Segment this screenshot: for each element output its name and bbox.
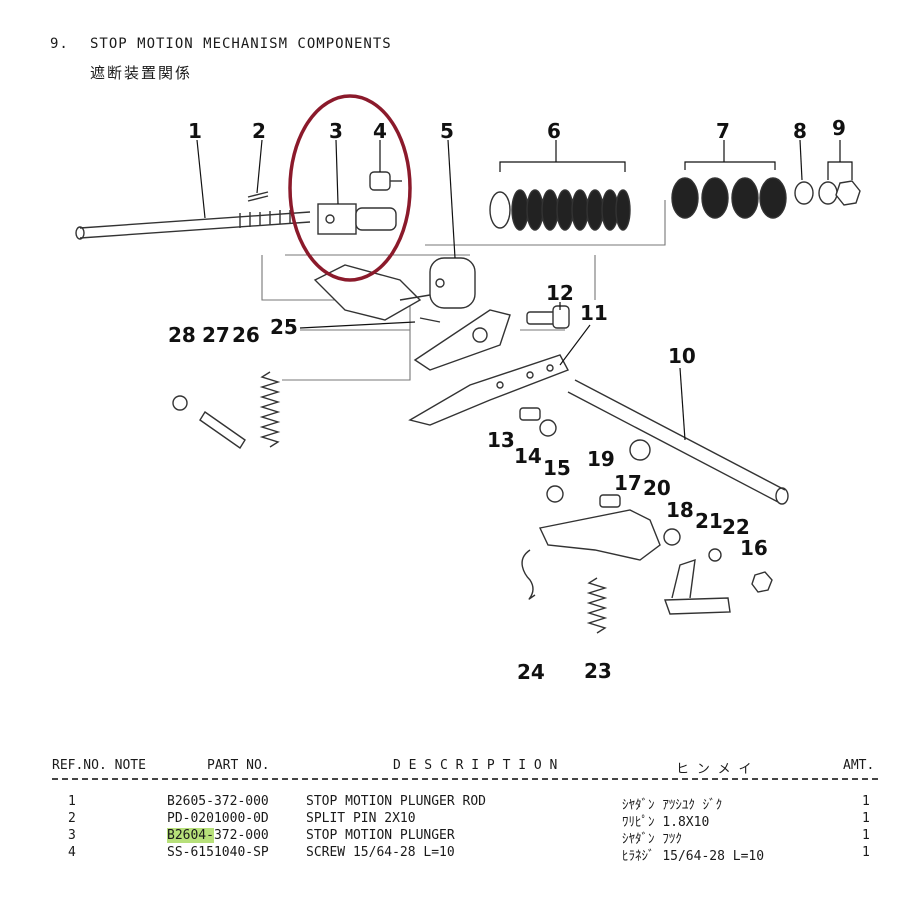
- cushion-set: [671, 177, 787, 219]
- callout-8: 8: [793, 119, 807, 143]
- part-prefix-highlighted: B2604-: [167, 828, 214, 843]
- row-1-part-no: B2605-372-000: [167, 794, 269, 809]
- callout-20: 20: [643, 476, 671, 500]
- washer: [794, 181, 814, 205]
- callout-28: 28: [168, 323, 196, 347]
- stop-hook: [408, 309, 569, 426]
- hook-24: [521, 549, 536, 600]
- callout-27: 27: [202, 323, 230, 347]
- callout-18: 18: [666, 498, 694, 522]
- screw-12: [526, 305, 570, 329]
- highlight-circle: [288, 94, 412, 282]
- set-screw: [519, 407, 541, 421]
- spring-26: [259, 371, 281, 448]
- callout-11: 11: [580, 301, 608, 325]
- screw-22: [708, 548, 722, 562]
- callout-5: 5: [440, 119, 454, 143]
- row-4-ref: 4: [68, 845, 76, 860]
- split-pin: [247, 191, 269, 202]
- callout-9: 9: [832, 116, 846, 140]
- row-2-amt: 1: [862, 811, 870, 826]
- row-1-description: STOP MOTION PLUNGER ROD: [306, 794, 487, 809]
- plunger: [317, 203, 397, 235]
- callout-14: 14: [514, 444, 542, 468]
- header-description: D E S C R I P T I O N: [393, 758, 558, 773]
- leader-lines: [196, 139, 853, 441]
- pin-25: [419, 317, 441, 323]
- row-3-ref: 3: [68, 828, 76, 843]
- part-rest: 0201000-0D: [190, 811, 269, 826]
- spring-set: [489, 189, 631, 231]
- header-part-no: PART NO.: [207, 758, 270, 773]
- part-prefix: SS-: [167, 845, 191, 860]
- row-3-amt: 1: [862, 828, 870, 843]
- section-title: 9. STOP MOTION MECHANISM COMPONENTS: [50, 36, 392, 52]
- row-2-jp-name: ﾜﾘﾋﾟﾝ 1.8X10: [622, 815, 710, 830]
- callout-21: 21: [695, 509, 723, 533]
- callout-19: 19: [587, 447, 615, 471]
- row-4-description: SCREW 15/64-28 L=10: [306, 845, 455, 860]
- section-subtitle-jp: 遮断装置関係: [90, 64, 193, 82]
- callout-12: 12: [546, 281, 574, 305]
- row-2-ref: 2: [68, 811, 76, 826]
- plunger-rod: [75, 210, 311, 240]
- row-1-ref: 1: [68, 794, 76, 809]
- row-3-part-no: B2604-372-000: [167, 828, 269, 843]
- part-prefix: B2605-: [167, 794, 214, 809]
- section-number: 9.: [50, 36, 69, 52]
- row-3-jp-name: ｼﾔﾀﾞﾝ ﾌﾂｸ: [622, 832, 682, 847]
- nut-small: [818, 181, 838, 205]
- row-2-part-no: PD-0201000-0D: [167, 811, 269, 826]
- callout-17: 17: [614, 471, 642, 495]
- row-4-jp-name: ﾋﾗﾈｼﾞ 15/64-28 L=10: [622, 849, 765, 864]
- nut-28: [172, 395, 188, 411]
- row-4-amt: 1: [862, 845, 870, 860]
- nut-14: [539, 419, 557, 437]
- callout-15: 15: [543, 456, 571, 480]
- callout-10: 10: [668, 344, 696, 368]
- stud-27: [199, 411, 246, 449]
- callout-16: 16: [740, 536, 768, 560]
- callout-13: 13: [487, 428, 515, 452]
- callout-3: 3: [329, 119, 343, 143]
- callout-4: 4: [373, 119, 387, 143]
- pin-17: [599, 494, 621, 508]
- shaft: [567, 379, 789, 505]
- parts-diagram: 1 2 3 4 5 6 7 8 9 10 11 12 13 14 15 16 1…: [75, 94, 861, 684]
- header-divider: [52, 778, 878, 780]
- part-rest: 372-000: [213, 828, 269, 843]
- screw-19: [629, 439, 651, 461]
- part-rest: 6151040-SP: [190, 845, 269, 860]
- spring-23: [586, 577, 608, 634]
- part-rest: 372-000: [213, 794, 269, 809]
- lever: [538, 509, 661, 561]
- row-3-description: STOP MOTION PLUNGER: [306, 828, 455, 843]
- screw-15: [546, 485, 564, 503]
- callout-24: 24: [517, 660, 545, 684]
- row-1-jp-name: ｼﾔﾀﾞﾝ ｱﾂｼﾕｸ ｼﾞｸ: [622, 798, 723, 813]
- header-amt: AMT.: [843, 758, 875, 773]
- callout-2: 2: [252, 119, 266, 143]
- nut-large: [835, 180, 861, 206]
- callout-6: 6: [547, 119, 561, 143]
- callout-25: 25: [270, 315, 298, 339]
- callout-23: 23: [584, 659, 612, 683]
- screw: [369, 171, 402, 191]
- nut-18: [663, 528, 681, 546]
- callout-22: 22: [722, 515, 750, 539]
- callout-26: 26: [232, 323, 260, 347]
- part-prefix: PD-: [167, 811, 191, 826]
- row-4-part-no: SS-6151040-SP: [167, 845, 269, 860]
- lever-bracket: [664, 558, 731, 615]
- section-title-text: STOP MOTION MECHANISM COMPONENTS: [90, 36, 392, 52]
- header-ref-note: REF.NO. NOTE: [52, 758, 146, 773]
- callout-1: 1: [188, 119, 202, 143]
- row-1-amt: 1: [862, 794, 870, 809]
- nut-16: [751, 571, 773, 593]
- header-jp-name: ヒ ン メ イ: [676, 762, 752, 777]
- bracket: [313, 257, 476, 321]
- row-2-description: SPLIT PIN 2X10: [306, 811, 416, 826]
- callout-7: 7: [716, 119, 730, 143]
